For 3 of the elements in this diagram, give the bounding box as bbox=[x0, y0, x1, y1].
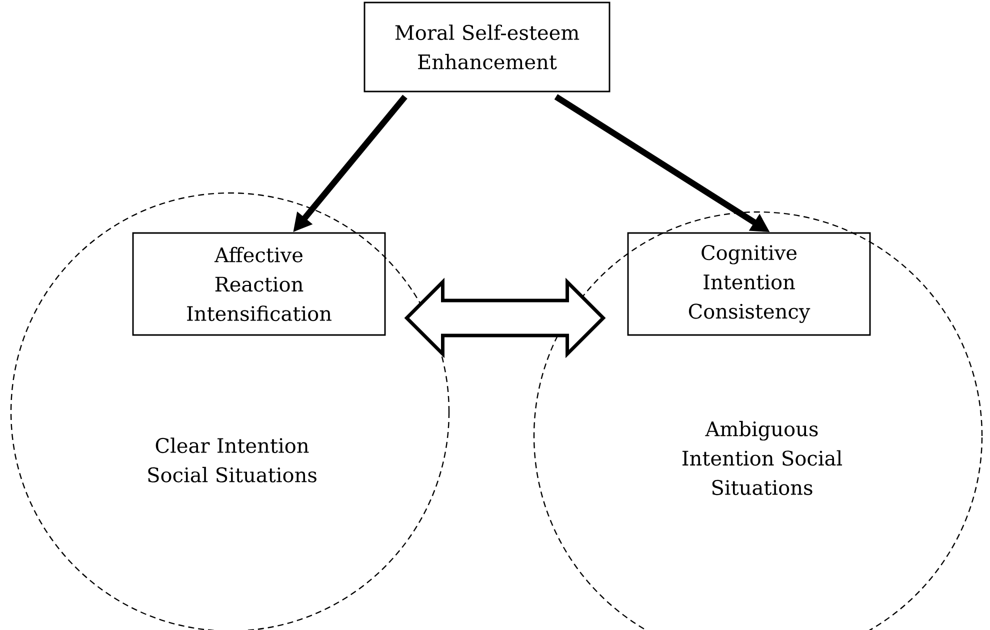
process-box: Cognitive Intention Consistency bbox=[627, 232, 871, 336]
process-box: Affective Reaction Intensification bbox=[132, 232, 386, 336]
process-box: Moral Self-esteem Enhancement bbox=[364, 2, 610, 92]
